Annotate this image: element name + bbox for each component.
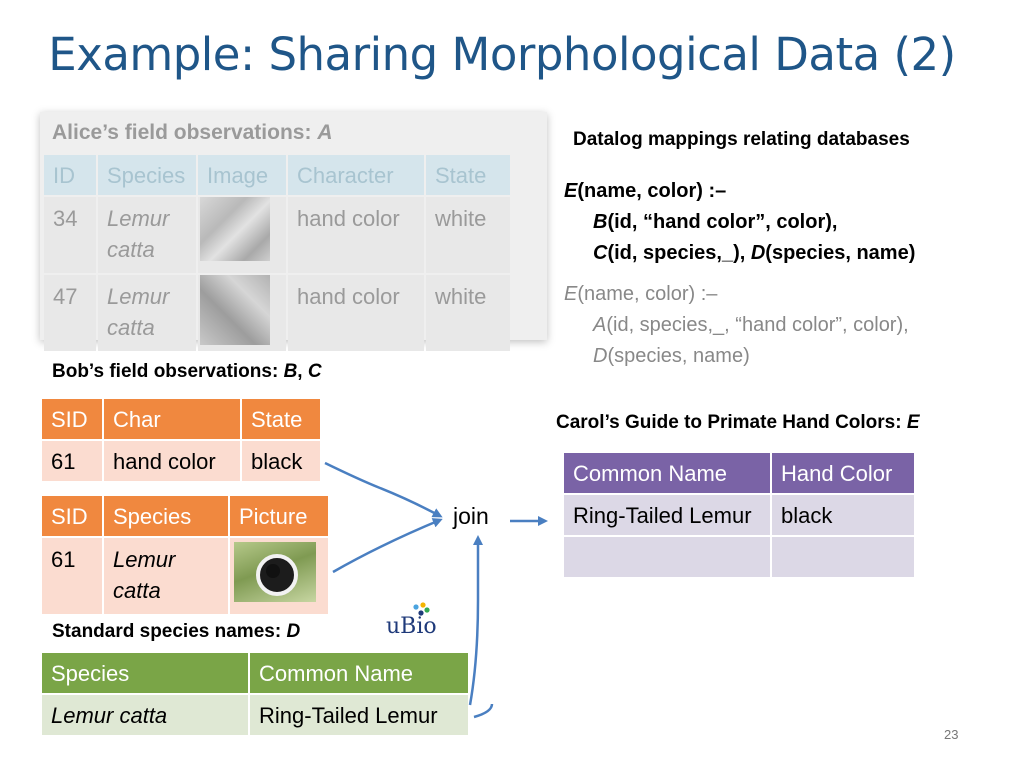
lemur-photo [234,542,316,602]
carol-cell-common-name: Ring-Tailed Lemur [564,495,770,535]
carol-empty-row [564,537,914,577]
alice-header-row: ID Species Image Character State [44,155,510,195]
alice-table: ID Species Image Character State 34 Lemu… [42,153,512,353]
mapping-rule-2: E(name, color) :– A(id, species,_, “hand… [564,283,909,367]
carol-title: Carol’s Guide to Primate Hand Colors: E [556,412,920,433]
standard-row: Lemur catta Ring-Tailed Lemur [42,695,468,735]
lemur-hand-photo [200,197,270,261]
mappings-heading: Datalog mappings relating databases [573,129,910,150]
bob-b-cell-char: hand color [104,441,240,481]
carol-header-row: Common Name Hand Color [564,453,914,493]
ubio-logo: uBio [386,600,438,640]
bob-c-cell-sid: 61 [42,538,102,614]
carol-empty-cell [772,537,914,577]
standard-cell-species: Lemur catta [42,695,248,735]
standard-header-common-name: Common Name [250,653,468,693]
standard-header-species: Species [42,653,248,693]
standard-table: Species Common Name Lemur catta Ring-Tai… [40,651,470,737]
join-label: join [453,503,489,529]
alice-header-state: State [426,155,510,195]
lemur-hand-photo [200,275,270,345]
carol-cell-hand-color: black [772,495,914,535]
standard-cell-common-name: Ring-Tailed Lemur [250,695,468,735]
alice-title: Alice’s field observations: A [52,121,333,144]
arrow-c-to-join [332,518,443,574]
alice-header-character: Character [288,155,424,195]
carol-header-common-name: Common Name [564,453,770,493]
bob-c-header-picture: Picture [230,496,328,536]
bob-b-header-state: State [242,399,320,439]
standard-header-row: Species Common Name [42,653,468,693]
alice-cell-character: hand color [288,275,424,351]
alice-header-species: Species [98,155,196,195]
alice-cell-state: white [426,197,510,273]
alice-header-image: Image [198,155,286,195]
bob-c-header-species: Species [104,496,228,536]
bob-b-header-sid: SID [42,399,102,439]
bob-b-header-char: Char [104,399,240,439]
alice-cell-id: 47 [44,275,96,351]
bob-c-header-sid: SID [42,496,102,536]
alice-cell-id: 34 [44,197,96,273]
arrow-d-to-join [468,535,483,706]
bob-b-row: 61 hand color black [42,441,320,481]
bob-table-b: SID Char State 61 hand color black [40,397,322,483]
bob-c-header-row: SID Species Picture [42,496,328,536]
slide-title: Example: Sharing Morphological Data (2) [48,28,956,81]
carol-table: Common Name Hand Color Ring-Tailed Lemur… [562,451,916,579]
carol-header-hand-color: Hand Color [772,453,914,493]
carol-row: Ring-Tailed Lemur black [564,495,914,535]
bob-b-cell-state: black [242,441,320,481]
carol-empty-cell [564,537,770,577]
bob-c-cell-picture [230,538,328,614]
mapping-rule-1: E(name, color) :– B(id, “hand color”, co… [564,180,916,264]
page-number: 23 [944,727,959,742]
bob-b-cell-sid: 61 [42,441,102,481]
alice-cell-character: hand color [288,197,424,273]
alice-header-id: ID [44,155,96,195]
ubio-logo-dots [413,602,430,616]
standard-title: Standard species names: D [52,621,301,642]
alice-cell-image [198,275,286,351]
alice-cell-state: white [426,275,510,351]
arrow-d-curl [473,703,494,719]
bob-b-header-row: SID Char State [42,399,320,439]
alice-cell-image [198,197,286,273]
arrow-b-to-join [324,461,443,518]
bob-title: Bob’s field observations: B, C [52,361,322,382]
